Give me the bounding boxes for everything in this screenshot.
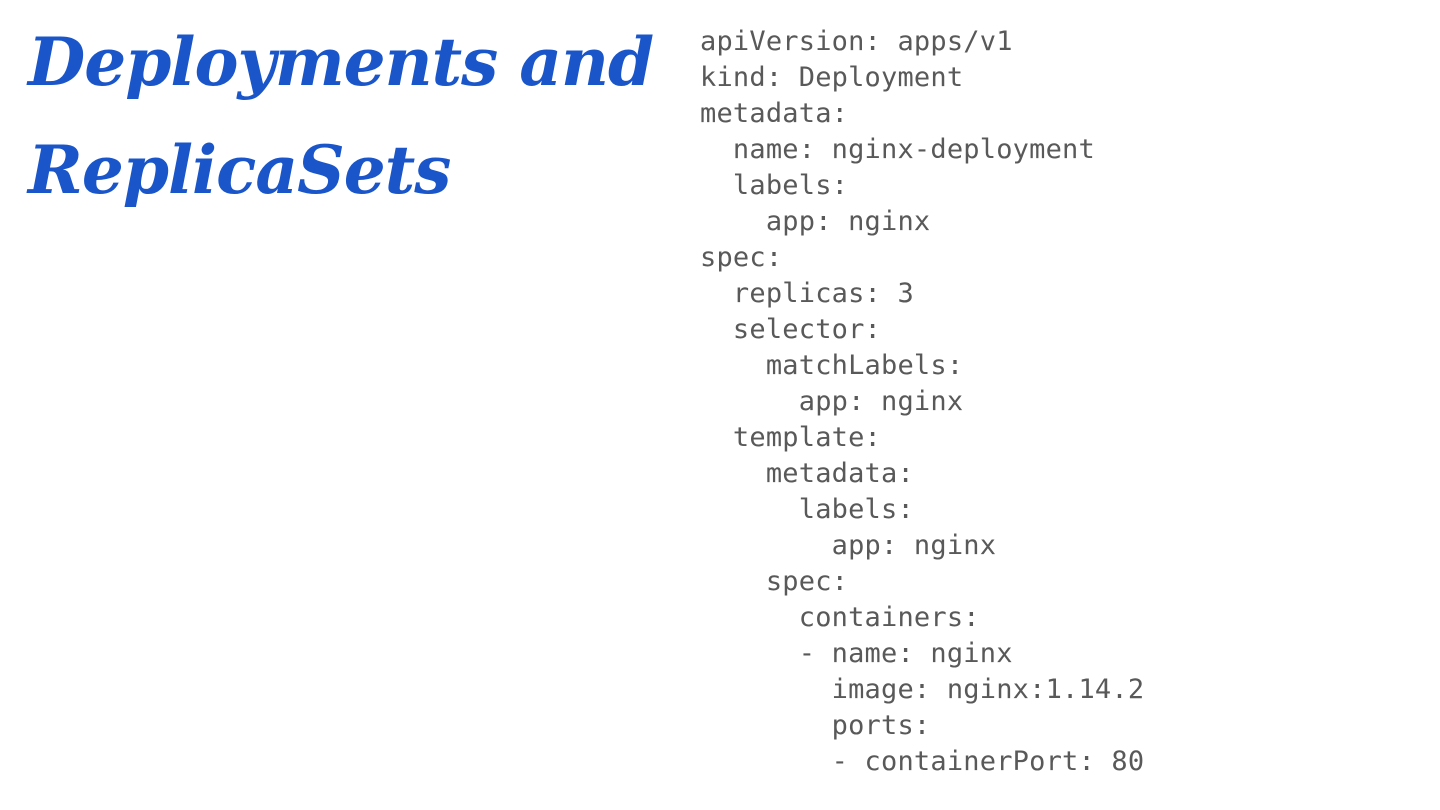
code-line: name: nginx-deployment xyxy=(700,134,1095,165)
code-line: app: nginx xyxy=(700,530,997,561)
code-line: - name: nginx xyxy=(700,638,1013,669)
code-line: matchLabels: xyxy=(700,350,964,381)
code-line: apiVersion: apps/v1 xyxy=(700,26,1013,57)
slide-title-line: Deployments and xyxy=(28,23,654,101)
code-line: spec: xyxy=(700,566,849,597)
code-line: labels: xyxy=(700,494,914,525)
code-line: metadata: xyxy=(700,98,849,129)
code-line: app: nginx xyxy=(700,386,964,417)
code-line: selector: xyxy=(700,314,882,345)
code-line: app: nginx xyxy=(700,206,931,237)
code-line: containers: xyxy=(700,602,980,633)
code-line: replicas: 3 xyxy=(700,278,914,309)
code-line: - containerPort: 80 xyxy=(700,746,1145,777)
slide-title: Deployments and ReplicaSets xyxy=(28,8,654,224)
code-line: template: xyxy=(700,422,882,453)
slide-title-line: ReplicaSets xyxy=(28,131,451,209)
code-line: spec: xyxy=(700,242,783,273)
code-line: kind: Deployment xyxy=(700,62,964,93)
yaml-code-block: apiVersion: apps/v1 kind: Deployment metad… xyxy=(700,24,1144,780)
code-line: labels: xyxy=(700,170,849,201)
code-line: ports: xyxy=(700,710,931,741)
code-line: metadata: xyxy=(700,458,914,489)
code-line: image: nginx:1.14.2 xyxy=(700,674,1145,705)
